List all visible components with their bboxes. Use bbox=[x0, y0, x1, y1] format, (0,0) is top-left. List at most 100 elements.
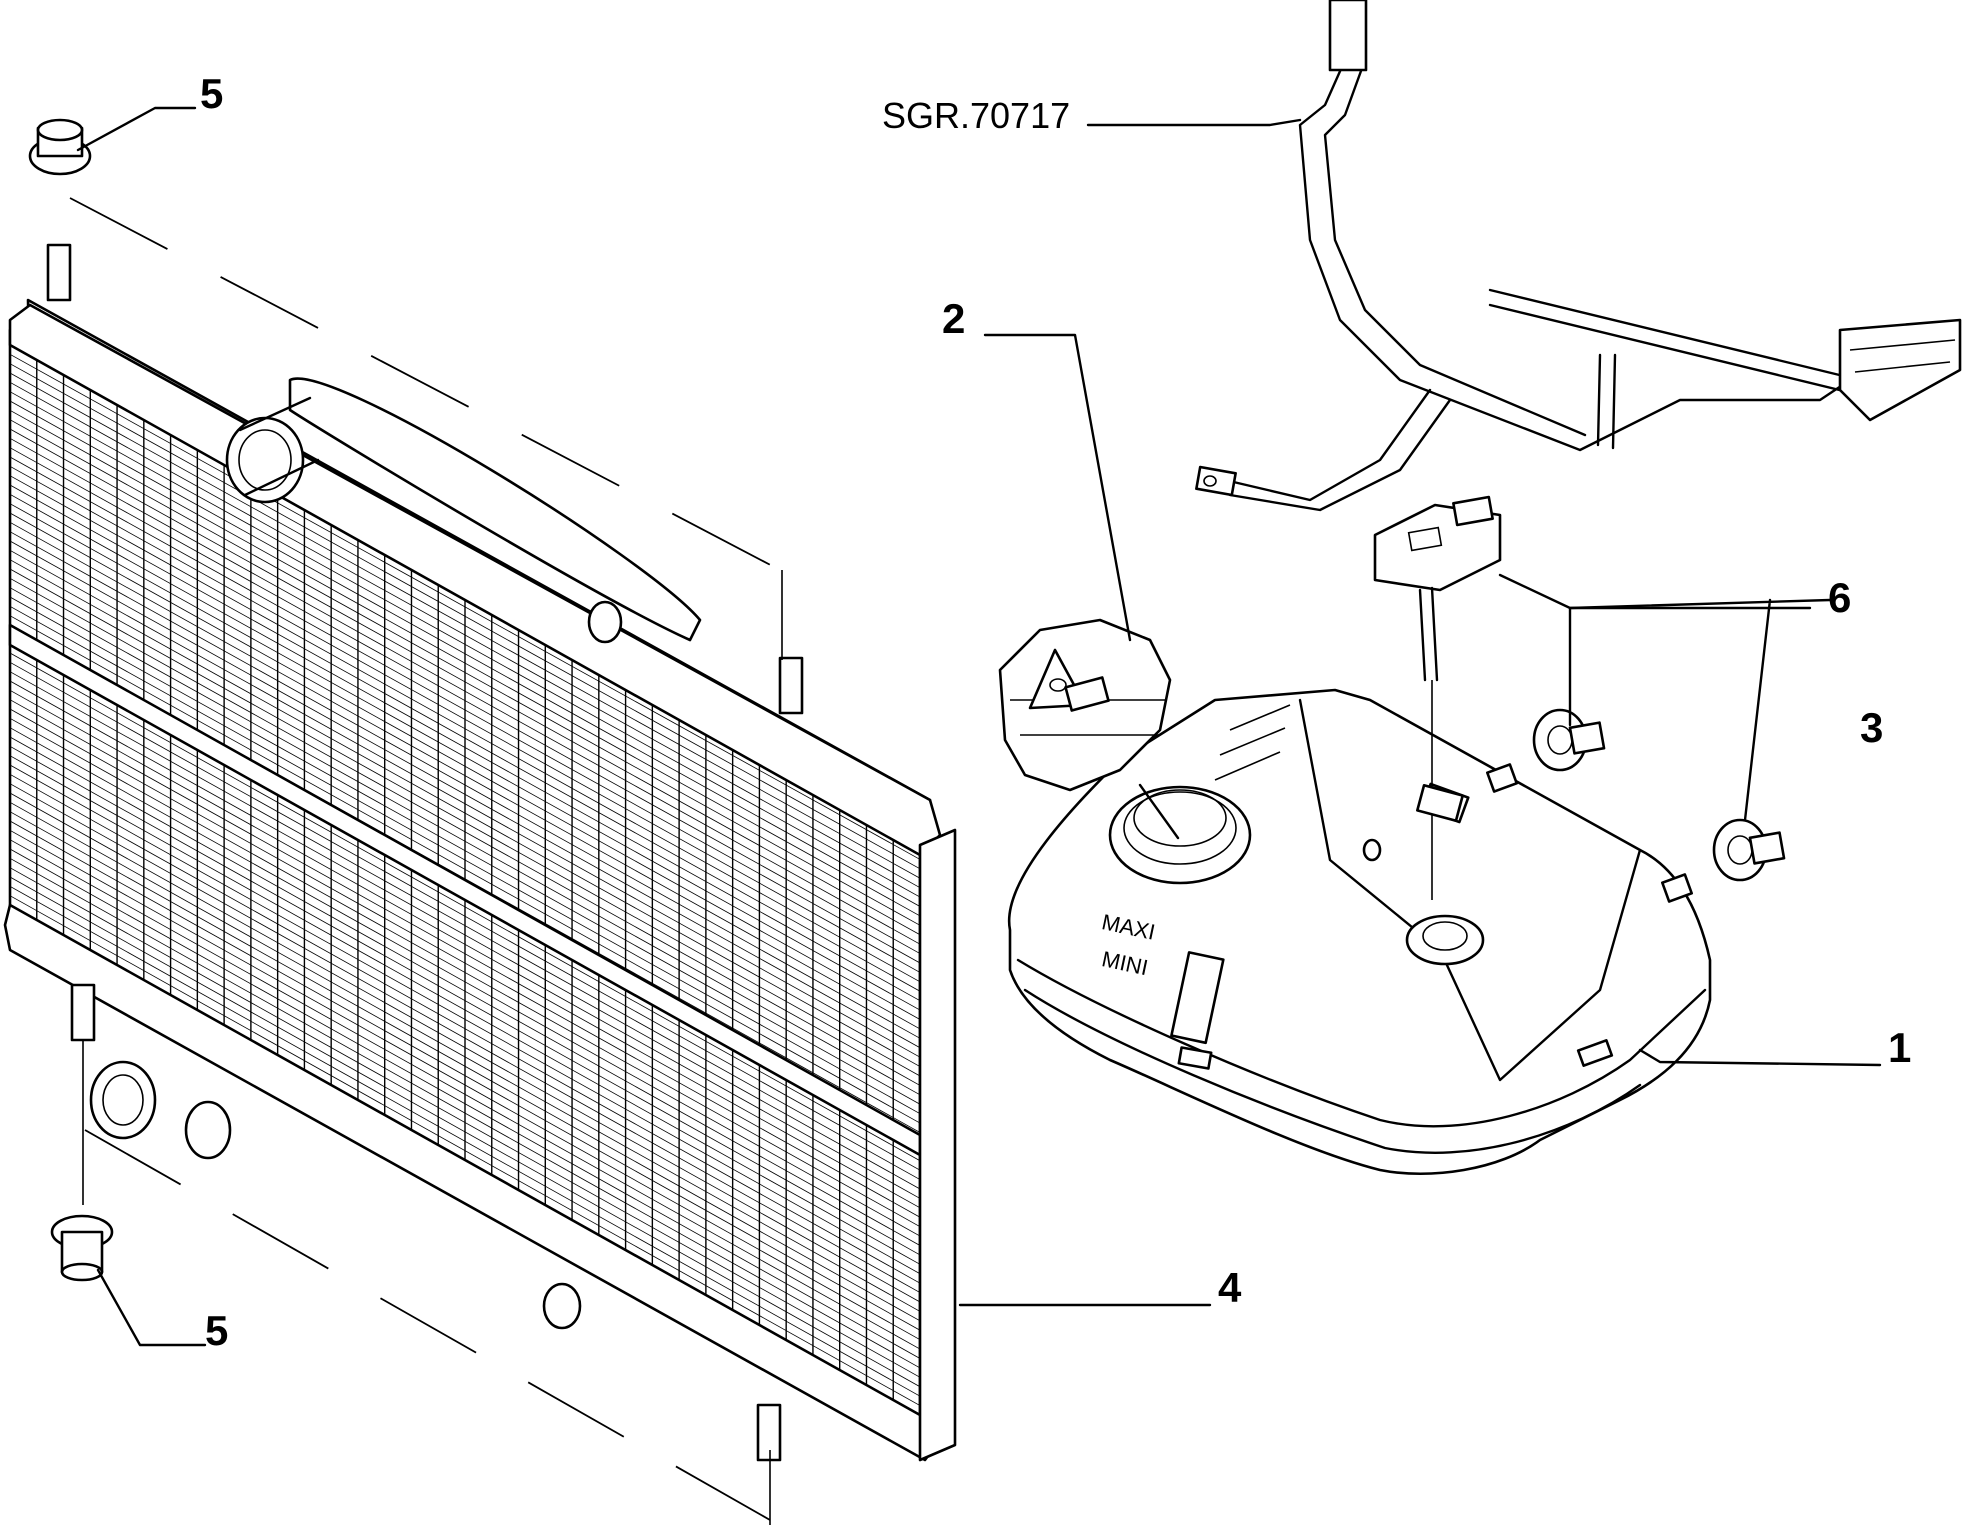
radiator-fin-row bbox=[9, 755, 921, 1265]
radiator-fin-row bbox=[9, 605, 921, 1115]
callout-2: 2 bbox=[942, 295, 965, 342]
radiator-fin-row bbox=[9, 447, 921, 954]
radiator-fin-row bbox=[9, 745, 921, 1256]
radiator-fin-row bbox=[9, 792, 921, 1303]
leader-ref bbox=[1086, 118, 1302, 127]
callout-6: 6 bbox=[1828, 574, 1851, 621]
upper-mount-grommet bbox=[28, 118, 92, 176]
alignment-line-upper bbox=[69, 197, 781, 571]
radiator-fin-row bbox=[9, 437, 921, 945]
alignment-verticals bbox=[82, 570, 783, 1525]
radiator-fin-row bbox=[9, 801, 921, 1312]
radiator-fin-row bbox=[9, 475, 921, 983]
radiator-fin-row bbox=[9, 577, 921, 1086]
radiator bbox=[3, 197, 957, 1525]
callout-5-upper: 5 bbox=[200, 70, 223, 117]
leader-3 bbox=[1568, 598, 1832, 822]
radiator-fin-row bbox=[9, 363, 921, 870]
radiator-fin-row bbox=[9, 503, 921, 1011]
radiator-fin-row bbox=[9, 848, 921, 1359]
radiator-fin-row bbox=[9, 381, 921, 889]
radiator-fin-row bbox=[9, 727, 921, 1237]
tank-top-edges bbox=[1298, 698, 1642, 1082]
tank-seam-lower bbox=[1023, 988, 1642, 1154]
radiator-fin-row bbox=[9, 689, 921, 1199]
radiator-fin-row bbox=[9, 867, 921, 1378]
radiator-fin-row bbox=[9, 428, 921, 936]
tank-grommet-lower bbox=[1712, 818, 1786, 882]
expansion-tank: MAXI MINI bbox=[1007, 688, 1712, 1175]
leader-lines bbox=[76, 106, 1882, 1347]
radiator-fin-row bbox=[9, 409, 921, 917]
radiator-fin-row bbox=[9, 391, 921, 898]
tank-filler-neck bbox=[1108, 785, 1252, 885]
radiator-fin-row bbox=[9, 764, 921, 1275]
tank-grommet-upper bbox=[1532, 708, 1606, 772]
callout-5-lower: 5 bbox=[205, 1307, 228, 1354]
radiator-fin-row bbox=[9, 540, 921, 1049]
lower-mount-grommet bbox=[50, 1214, 114, 1282]
radiator-fin-row bbox=[9, 456, 921, 964]
radiator-fin-row bbox=[9, 484, 921, 992]
tank-nub bbox=[1362, 838, 1382, 862]
leader-1 bbox=[1638, 1048, 1882, 1067]
radiator-fin-row bbox=[9, 717, 921, 1228]
radiator-fin-row bbox=[9, 885, 921, 1397]
leader-2 bbox=[983, 333, 1132, 642]
tank-ribs bbox=[1214, 704, 1291, 781]
tank-level-bracket bbox=[1170, 951, 1225, 1045]
radiator-fin-row bbox=[9, 857, 921, 1369]
level-sensor bbox=[1373, 495, 1502, 900]
radiator-fin-row bbox=[9, 671, 921, 1180]
leader-5-lower bbox=[96, 1268, 207, 1347]
tank-sensor-port bbox=[1405, 914, 1485, 966]
radiator-fin-row bbox=[9, 512, 921, 1020]
radiator-fin-row bbox=[9, 680, 921, 1190]
radiator-fin-row bbox=[9, 549, 921, 1058]
radiator-fin-row bbox=[9, 699, 921, 1209]
radiator-fin-row bbox=[9, 783, 921, 1293]
radiator-fin-row bbox=[9, 372, 921, 879]
radiator-side-column bbox=[918, 828, 957, 1462]
radiator-fin-row bbox=[9, 661, 921, 1171]
callout-3: 3 bbox=[1860, 704, 1883, 751]
radiator-fin-row bbox=[9, 895, 921, 1406]
radiator-fin-row bbox=[9, 811, 921, 1322]
leader-5-upper bbox=[76, 106, 197, 152]
radiator-fin-row bbox=[9, 615, 921, 1124]
radiator-top-dome bbox=[288, 377, 702, 642]
radiator-fin-row bbox=[9, 708, 921, 1218]
callout-1: 1 bbox=[1888, 1024, 1911, 1071]
wiring-harness bbox=[1195, 0, 1962, 512]
filler-cap bbox=[998, 618, 1180, 840]
reference-code: SGR.70717 bbox=[882, 95, 1070, 136]
radiator-fin-row bbox=[9, 839, 921, 1350]
radiator-fin-row bbox=[9, 736, 921, 1246]
radiator-fin-row bbox=[9, 829, 921, 1341]
radiator-fin-row bbox=[9, 531, 921, 1039]
radiator-fin-row bbox=[9, 521, 921, 1030]
leader-6 bbox=[1498, 573, 1812, 610]
radiator-fin-row bbox=[9, 568, 921, 1077]
tank-seam bbox=[1016, 958, 1707, 1128]
radiator-fin-row bbox=[9, 820, 921, 1331]
callout-4: 4 bbox=[1218, 1264, 1242, 1311]
radiator-fin-row bbox=[9, 419, 921, 926]
radiator-fin-row bbox=[9, 353, 921, 860]
radiator-bleed-fitting bbox=[587, 600, 623, 644]
radiator-fin-row bbox=[9, 493, 921, 1002]
radiator-mount-pegs bbox=[46, 243, 804, 1462]
radiator-lower-outlets bbox=[89, 1060, 582, 1330]
radiator-fin-row bbox=[9, 587, 921, 1096]
radiator-fin-row bbox=[9, 876, 921, 1388]
radiator-fin-row bbox=[9, 773, 921, 1284]
radiator-fin-row bbox=[9, 465, 921, 973]
radiator-fin-row bbox=[9, 596, 921, 1105]
radiator-fin-row bbox=[9, 400, 921, 907]
radiator-fin-row bbox=[9, 652, 921, 1162]
radiator-fin-row bbox=[9, 559, 921, 1067]
cap-install-line bbox=[1138, 783, 1180, 840]
alignment-line-lower bbox=[84, 1129, 771, 1521]
